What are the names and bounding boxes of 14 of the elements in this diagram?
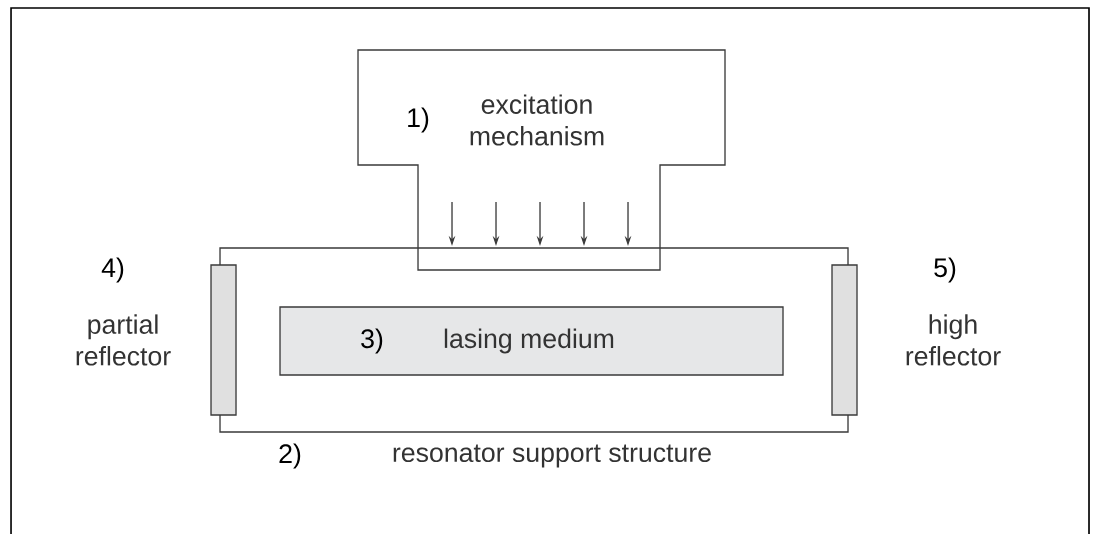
label-text: high reflector	[906, 314, 1001, 366]
number-label: 4)	[101, 257, 124, 283]
reflector-plate	[76, 257, 237, 416]
number-label: 1)	[408, 107, 429, 133]
excitation-box	[357, 49, 726, 271]
number-label: 2)	[279, 443, 301, 469]
label-text: resonator support structure	[393, 444, 711, 468]
label-text: partial reflector	[76, 314, 171, 366]
label-text: lasing medium	[444, 328, 614, 354]
label-text: excitation mechanism	[470, 94, 604, 146]
number-label: 3)	[361, 328, 383, 354]
reflector-plate	[831, 257, 1001, 416]
lasing-medium-box	[279, 306, 784, 376]
number-label: 5)	[934, 257, 956, 283]
